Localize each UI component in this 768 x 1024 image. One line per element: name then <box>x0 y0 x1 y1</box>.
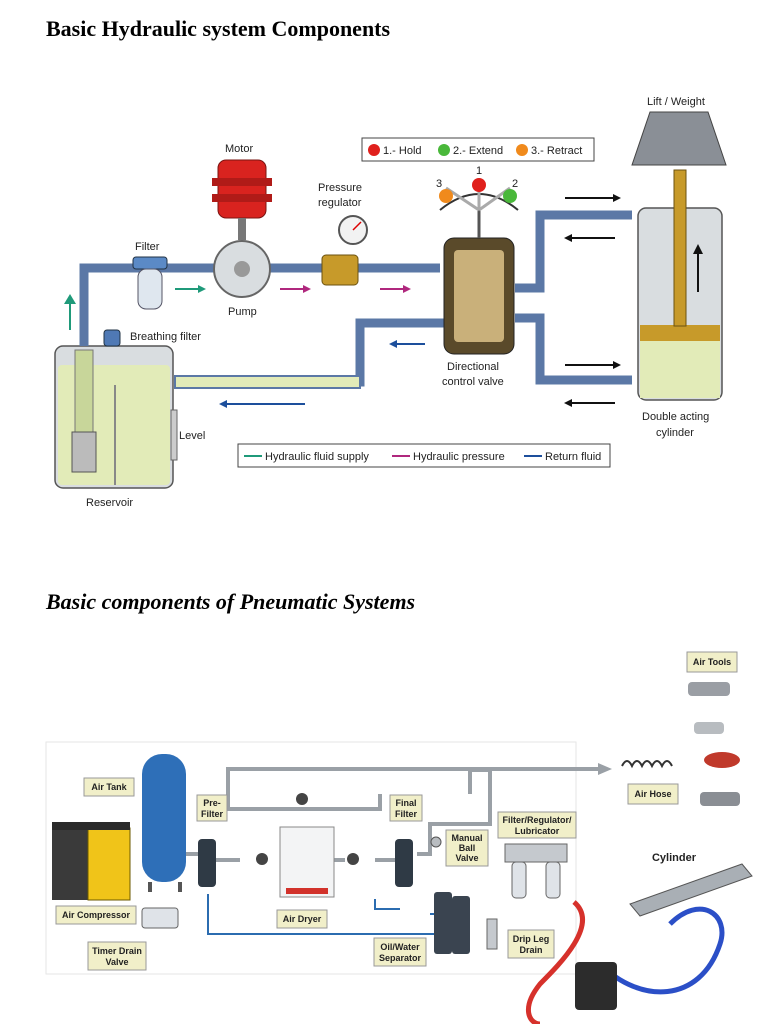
label-manual-ball-2: Ball <box>459 843 476 853</box>
label-breathing-filter: Breathing filter <box>130 331 201 343</box>
pneumatic-labels: Air Tools Air Tank Pre- Filter Final Fil… <box>55 651 738 971</box>
final-filter <box>395 839 413 887</box>
air-tank <box>142 754 186 892</box>
air-hose <box>621 760 673 769</box>
label-air-tools: Air Tools <box>693 657 731 667</box>
pneumatic-cylinder <box>629 863 753 917</box>
flow-legend: Hydraulic fluid supply Hydraulic pressur… <box>237 443 611 468</box>
valve-legend-extend: 2.- Extend <box>453 145 503 157</box>
flow-legend-supply: Hydraulic fluid supply <box>265 451 369 463</box>
flow-arrows <box>64 194 703 408</box>
label-position-1: 1 <box>476 165 482 177</box>
label-final-filter-2: Filter <box>395 809 418 819</box>
pre-filter <box>198 839 216 887</box>
label-directional-2: control valve <box>442 376 504 388</box>
hydraulic-diagram: 1.- Hold 2.- Extend 3.- Retract Hydrauli… <box>54 96 727 509</box>
label-timer-drain-1: Timer Drain <box>92 946 142 956</box>
label-pre-filter-1: Pre- <box>203 798 221 808</box>
label-air-hose: Air Hose <box>634 789 671 799</box>
valve-legend-hold: 1.- Hold <box>383 145 422 157</box>
pressure-regulator <box>321 215 368 286</box>
label-air-tank: Air Tank <box>91 782 127 792</box>
directional-control-valve <box>439 178 519 355</box>
red-hose <box>526 900 585 1024</box>
valve-legend-retract: 3.- Retract <box>531 145 582 157</box>
label-air-compressor: Air Compressor <box>62 910 131 920</box>
drip-leg-drain <box>486 918 498 950</box>
double-acting-cylinder <box>637 169 723 401</box>
label-level: Level <box>179 430 205 442</box>
oil-water-separator <box>434 892 470 954</box>
label-double-acting-2: cylinder <box>656 427 694 439</box>
label-lift-weight: Lift / Weight <box>647 96 705 108</box>
air-tools <box>688 682 740 806</box>
filter-regulator-lubricator <box>504 843 568 899</box>
label-position-3: 3 <box>436 178 442 190</box>
label-pump: Pump <box>228 306 257 318</box>
label-position-2: 2 <box>512 178 518 190</box>
label-frl-1: Filter/Regulator/ <box>502 815 572 825</box>
label-directional-1: Directional <box>447 361 499 373</box>
label-pre-filter-2: Filter <box>201 809 224 819</box>
label-pressure-regulator-2: regulator <box>318 197 362 209</box>
label-air-dryer: Air Dryer <box>283 914 322 924</box>
label-filter: Filter <box>135 241 160 253</box>
pneumatic-diagram: Air Tools Air Tank Pre- Filter Final Fil… <box>45 644 753 1024</box>
breathing-filter <box>103 329 121 347</box>
label-double-acting-1: Double acting <box>642 411 709 423</box>
pneumatic-title: Basic components of Pneumatic Systems <box>46 589 416 614</box>
flow-legend-pressure: Hydraulic pressure <box>413 451 505 463</box>
label-drip-leg-2: Drain <box>519 945 542 955</box>
motor <box>212 159 272 240</box>
label-oil-water-1: Oil/Water <box>380 942 420 952</box>
level-gauge <box>170 409 178 461</box>
blue-hose <box>598 906 725 995</box>
label-reservoir: Reservoir <box>86 497 133 509</box>
label-cylinder: Cylinder <box>652 852 697 864</box>
air-dryer <box>279 826 335 898</box>
label-manual-ball-1: Manual <box>451 833 482 843</box>
label-motor: Motor <box>225 143 253 155</box>
hydraulic-title: Basic Hydraulic system Components <box>46 16 391 41</box>
reservoir <box>54 345 174 489</box>
label-oil-water-2: Separator <box>379 953 422 963</box>
label-pressure-regulator-1: Pressure <box>318 182 362 194</box>
filter <box>132 256 168 310</box>
label-timer-drain-2: Valve <box>105 957 128 967</box>
valve-legend: 1.- Hold 2.- Extend 3.- Retract <box>361 137 595 162</box>
lift-weight <box>631 111 727 166</box>
label-manual-ball-3: Valve <box>455 853 478 863</box>
air-compressor <box>52 822 131 901</box>
label-drip-leg-1: Drip Leg <box>513 934 550 944</box>
label-frl-2: Lubricator <box>515 826 560 836</box>
flow-legend-return: Return fluid <box>545 451 601 463</box>
timer-drain-valve <box>141 907 179 929</box>
manual-ball-valve <box>430 836 442 848</box>
solenoid-valve <box>575 962 617 1010</box>
label-final-filter-1: Final <box>395 798 416 808</box>
